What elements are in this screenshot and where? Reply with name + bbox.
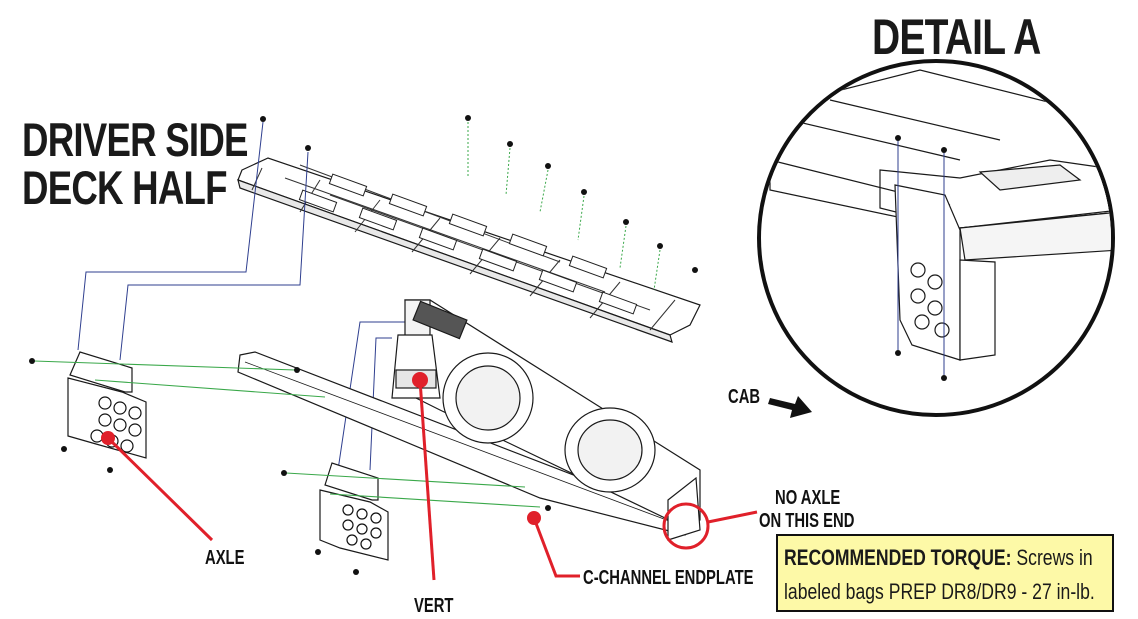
torque-note-body: Screws in labeled bags PREP DR8/DR9 - 27… [784,545,1095,604]
drawing-title-line-2: DECK HALF [22,161,228,214]
torque-note-heading: RECOMMENDED TORQUE: [784,545,1012,570]
detail-a-title: DETAIL A [872,9,1041,65]
green-leaders [33,360,541,508]
vert-label: VERT [414,595,454,617]
no-axle-label-line-1: NO AXLE [775,487,841,509]
cab-label: CAB [728,386,761,408]
cab-arrow-icon [768,396,812,418]
drawing-title-line-1: DRIVER SIDE [22,113,248,166]
no-axle-label-line-2: ON THIS END [759,510,855,532]
blue-leaders [77,121,410,471]
deck-screws [467,122,661,291]
deck-panel [237,157,701,343]
torque-note-box: RECOMMENDED TORQUE: Screws in labeled ba… [776,534,1114,612]
screw-heads [260,115,698,273]
c-channel-endplate-label: C-CHANNEL ENDPLATE [583,567,754,589]
c-channel-assembly [237,299,701,541]
torque-note: RECOMMENDED TORQUE: Screws in labeled ba… [784,541,1112,609]
red-callouts [108,379,758,581]
axle-bracket-rear [319,462,389,561]
detail-a-view [757,59,1115,417]
callout-dots [101,372,541,525]
axle-label: AXLE [205,547,245,569]
fastener-heads [29,358,551,575]
